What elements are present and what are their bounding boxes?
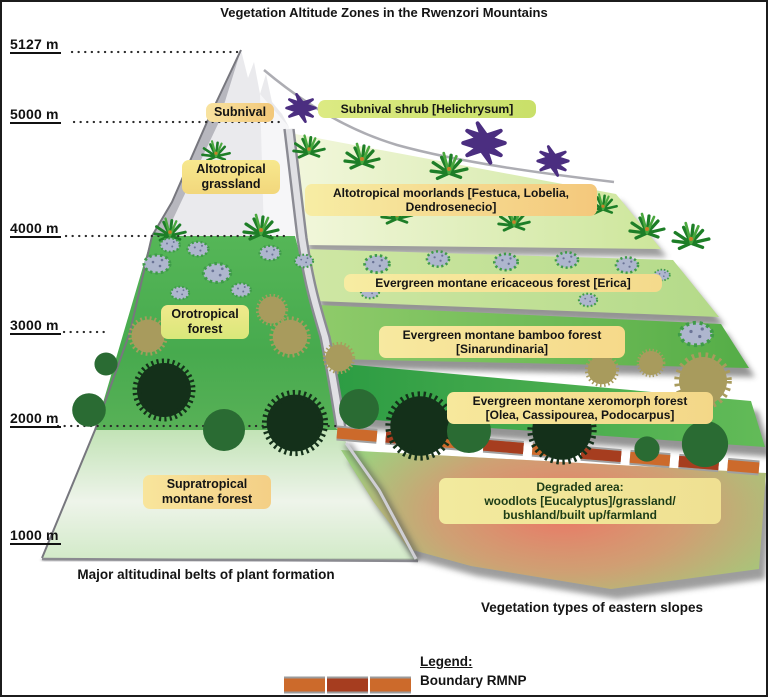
zone-label-xeromorph-forest: Evergreen montane xeromorph forest [Olea… [447,392,713,425]
star-symbol [461,121,507,165]
caption-eastern-slopes: Vegetation types of eastern slopes [480,600,704,615]
zone-label-orotropical-forest: Orotropical forest [161,305,249,339]
erica-symbol [258,244,282,262]
legend-heading: Legend: [420,654,473,669]
olive-symbol [259,297,286,324]
erica-symbol [169,285,191,301]
ridge-line [263,69,615,184]
divide [283,128,422,562]
erica-symbol [677,320,715,348]
altitude-label-2000: 2000 m [10,410,61,428]
left-mountain-base-line [41,557,419,563]
olive-symbol [588,356,617,385]
tuft-symbol [671,221,711,251]
tree-round-symbol [634,436,660,462]
star-symbol [285,92,317,124]
erica-symbol [293,253,315,269]
tree-fuzzy-symbol [137,363,191,417]
erica-symbol [159,237,181,253]
zone-label-subnival-shrub: Subnival shrub [Helichrysum] [318,100,536,119]
zone-label-supratropical-montane-forest: Supratropical montane forest [143,475,271,509]
altitude-label-1000: 1000 m [10,527,61,545]
erica-symbol [492,252,520,272]
altitude-label-3000: 3000 m [10,317,61,335]
altitude-label-5000: 5000 m [10,106,61,124]
altitude-dotted-lines [56,50,340,428]
zone-label-altotropical-moorlands: Altotropical moorlands [Festuca, Lobelia… [305,184,597,217]
legend-item-boundary-rmnp: Boundary RMNP [420,673,527,688]
star-symbol [536,145,570,177]
erica-symbol [425,250,451,268]
erica-symbol [230,282,252,298]
erica-symbol [614,256,640,274]
caption-left-mountain: Major altitudinal belts of plant formati… [77,567,335,582]
erica-symbol [577,292,599,308]
erica-symbol [201,261,233,285]
tree-round-symbol [94,352,118,376]
zone-label-bamboo-forest: Evergreen montane bamboo forest [Sinarun… [379,326,625,359]
zone-label-ericaceous-forest: Evergreen montane ericaceous forest [Eri… [344,274,662,293]
erica-symbol [186,240,210,258]
altitude-label-5127: 5127 m [10,36,61,54]
page-title: Vegetation Altitude Zones in the Rwenzor… [220,5,548,20]
tree-round-symbol [681,420,729,468]
olive-symbol [273,320,308,355]
zone-label-subnival: Subnival [206,103,274,122]
tree-fuzzy-symbol [267,395,324,452]
olive-symbol [326,345,353,372]
olive-symbol [639,351,663,375]
tree-round-symbol [203,409,245,451]
erica-symbol [142,253,172,275]
olive-symbol [132,320,165,353]
tree-fuzzy-symbol [390,396,449,455]
altitude-label-4000: 4000 m [10,220,61,238]
erica-symbol [363,254,391,274]
erica-symbol [554,251,580,269]
tree-round-symbol [72,393,106,427]
zone-label-degraded-area: Degraded area: woodlots [Eucalyptus]/gra… [439,478,721,525]
tree-round-symbol [339,389,379,429]
zone-label-altotropical-grassland: Altotropical grassland [182,160,280,194]
